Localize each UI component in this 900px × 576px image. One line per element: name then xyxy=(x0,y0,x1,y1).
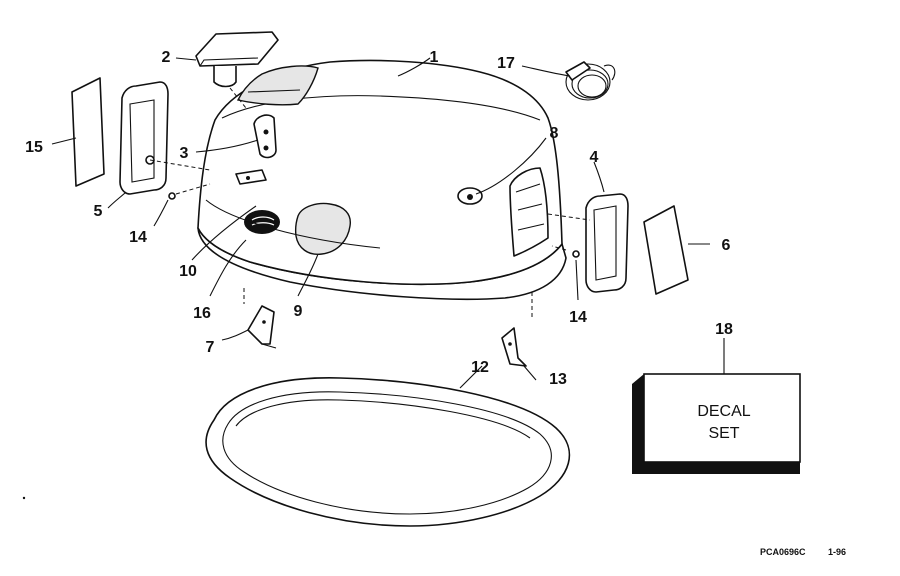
right-side-gasket xyxy=(643,205,689,295)
screw-right xyxy=(551,245,580,258)
figure-reference: PCA0696C 1-96 xyxy=(760,547,846,557)
cover-cap xyxy=(195,31,279,109)
callout-17: 17 xyxy=(497,55,515,72)
motor-cover xyxy=(197,59,567,301)
callout-16: 16 xyxy=(193,305,211,322)
left-bracket xyxy=(243,288,277,349)
right-side-panel xyxy=(547,193,629,293)
leader-lines xyxy=(51,57,725,389)
figure-date-code: 1-96 xyxy=(828,547,846,557)
callout-9: 9 xyxy=(294,303,303,320)
callout-numbers: 1 2 3 4 5 6 7 8 9 10 12 13 14 14 15 16 1… xyxy=(25,49,733,388)
callout-10: 10 xyxy=(179,263,197,280)
callout-5: 5 xyxy=(94,203,103,220)
screw-left xyxy=(168,183,211,200)
left-side-panel xyxy=(119,81,211,195)
callout-18: 18 xyxy=(715,321,733,338)
callout-6: 6 xyxy=(722,237,731,254)
callout-2: 2 xyxy=(162,49,171,66)
decal-line-2: SET xyxy=(708,425,739,442)
seal-ring xyxy=(205,377,571,527)
callout-1: 1 xyxy=(430,49,439,66)
right-bracket xyxy=(501,292,533,367)
callout-4: 4 xyxy=(590,149,599,166)
figure-ref-code: PCA0696C xyxy=(760,547,806,557)
callout-12: 12 xyxy=(471,359,489,376)
callout-14-left: 14 xyxy=(129,229,147,246)
callout-15: 15 xyxy=(25,139,43,156)
callout-7: 7 xyxy=(206,339,215,356)
callout-13: 13 xyxy=(549,371,567,388)
callout-14-right: 14 xyxy=(569,309,587,326)
callout-3: 3 xyxy=(180,145,189,162)
decal-line-1: DECAL xyxy=(697,403,750,420)
left-side-gasket xyxy=(71,77,105,187)
cable-harness xyxy=(565,61,616,101)
decal-set-box: DECAL SET xyxy=(632,373,801,474)
stray-dot xyxy=(22,496,26,500)
callout-8: 8 xyxy=(550,125,559,142)
